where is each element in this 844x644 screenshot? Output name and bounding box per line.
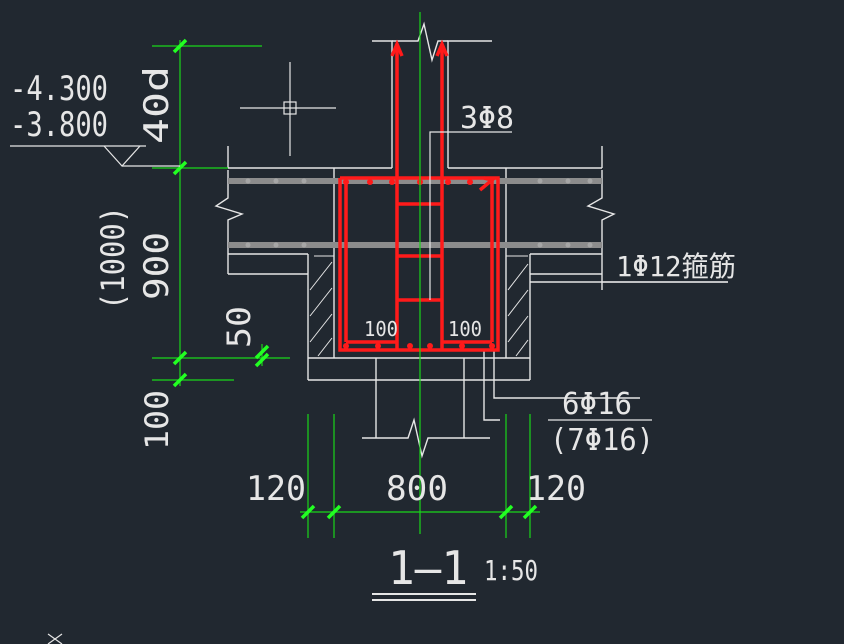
hatched-walls [309, 255, 529, 357]
ucs-axis-icon [47, 633, 63, 644]
elevation-bottom: -3.800 [10, 105, 108, 145]
dim-right-label: 120 [526, 469, 586, 509]
base-label: 100 [138, 390, 176, 450]
rebar-cage [338, 39, 500, 352]
slab-rebar-dots [245, 178, 593, 248]
dimension-ticks [172, 38, 538, 520]
dimension-lines [152, 12, 540, 538]
dim-left-label: 120 [246, 469, 306, 509]
cad-crosshair-cursor-icon [240, 62, 336, 156]
dim-middle-label: 800 [386, 469, 448, 509]
elevation-leader [10, 145, 180, 167]
stirrup-label: 3Φ8 [460, 101, 514, 136]
beam-stirrup-label: 1Φ12箍筋 [616, 250, 736, 283]
rebar-section-dots [343, 179, 495, 349]
bottom-main-alt-label: (7Φ16) [550, 423, 654, 458]
height-label: 900 [137, 232, 177, 300]
section-underline [372, 593, 476, 601]
label-leaders [429, 131, 728, 421]
cover-label: 50 [220, 306, 258, 348]
height-alt-label: (1000) [94, 206, 132, 310]
slab-rebar [228, 178, 602, 248]
elevation-top: -4.300 [10, 69, 108, 109]
inner-spacing-left: 100 [364, 317, 398, 341]
section-label: 1—1 [388, 541, 468, 595]
inner-spacing-right: 100 [448, 317, 482, 341]
section-scale: 1:50 [484, 554, 538, 587]
bottom-main-label: 6Φ16 [562, 387, 632, 422]
anchor-length-label: 40d [137, 66, 177, 144]
structure-outline [214, 21, 728, 459]
